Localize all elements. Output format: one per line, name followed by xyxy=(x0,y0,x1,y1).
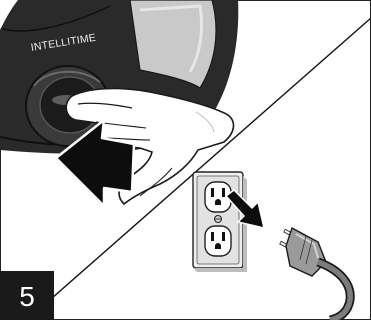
power-plug-icon xyxy=(280,228,350,320)
step-number-badge: 5 xyxy=(0,271,54,320)
